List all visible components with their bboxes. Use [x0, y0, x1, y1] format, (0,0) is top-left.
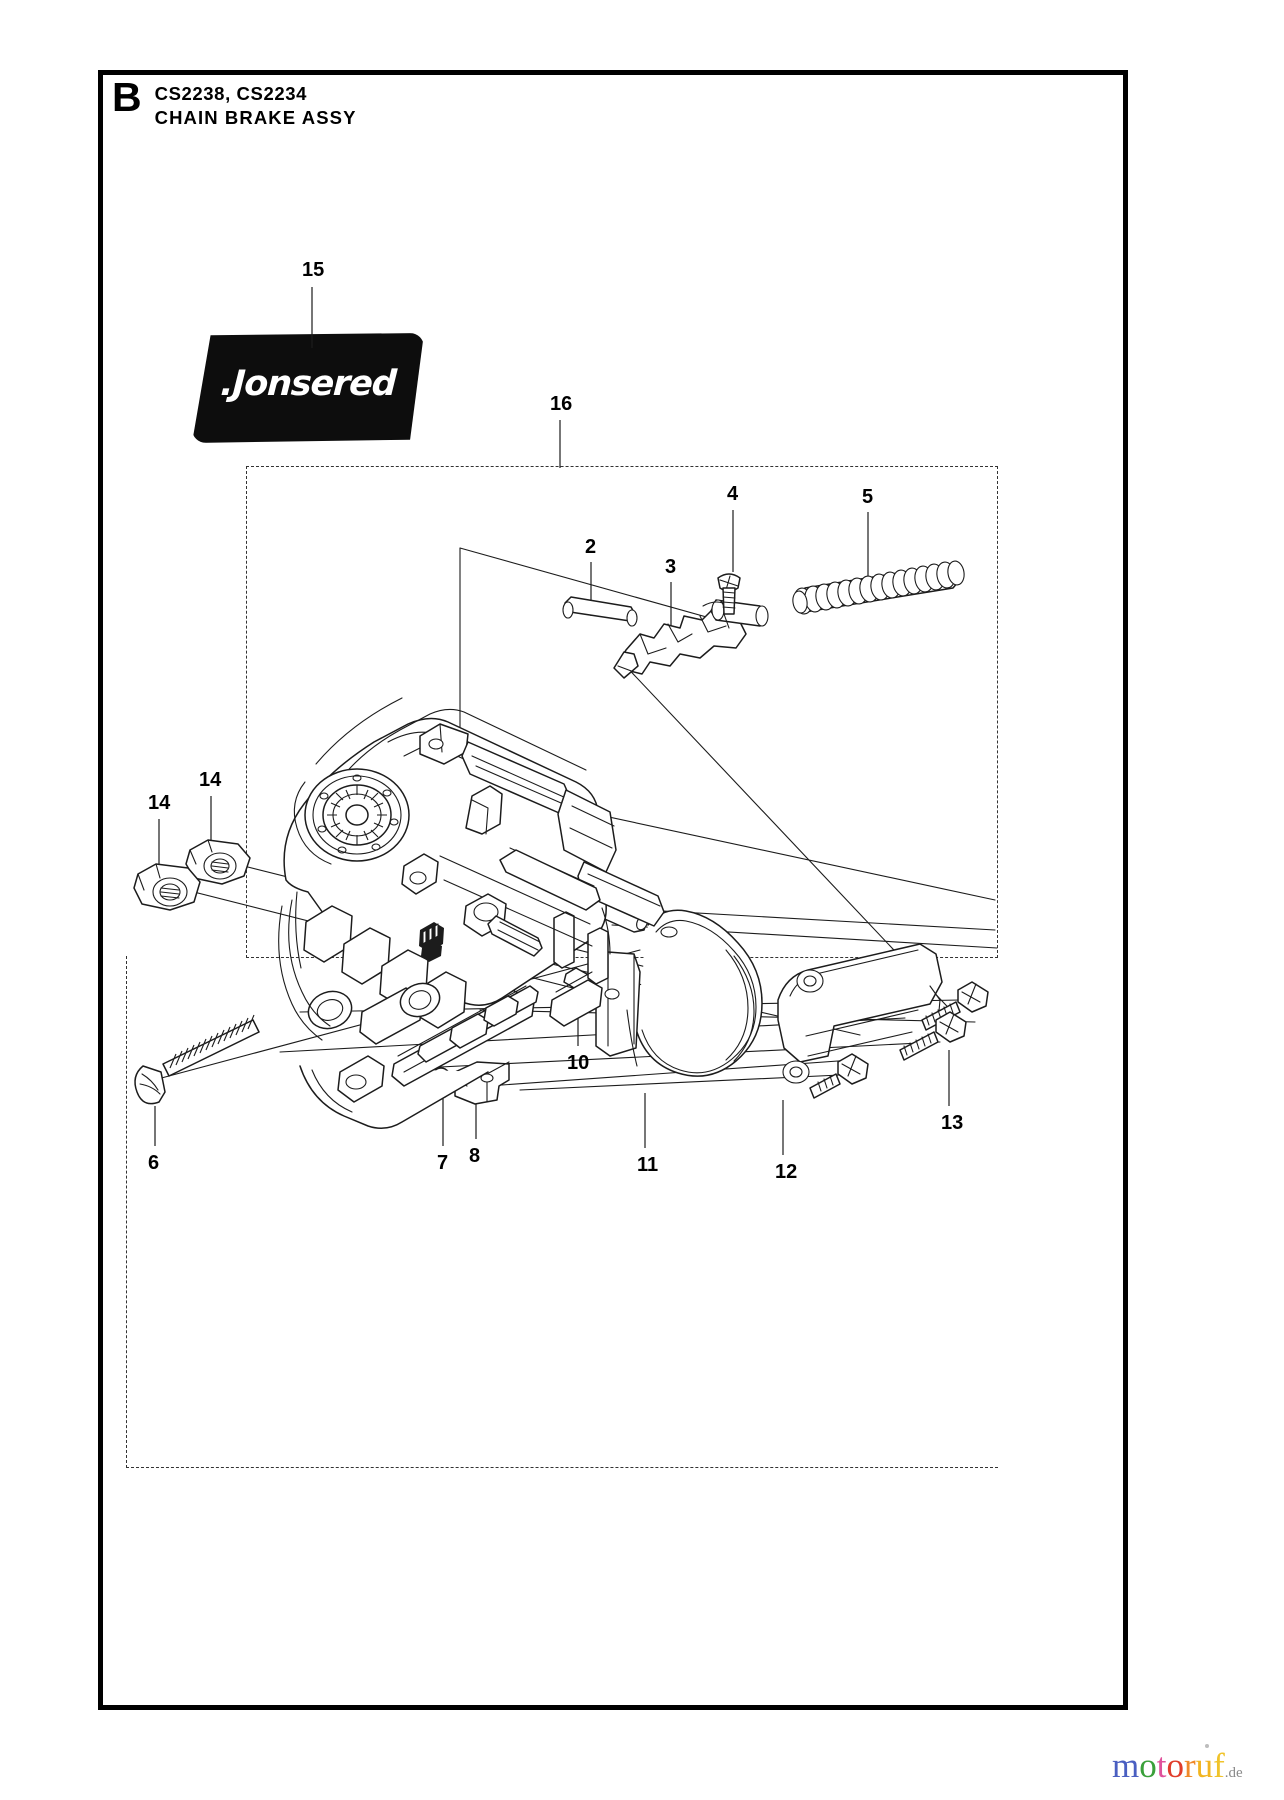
group-box-chain-brake-kit: [246, 466, 998, 958]
callout-16: 16: [550, 393, 573, 415]
watermark-letter-t: t: [1156, 1746, 1167, 1785]
sheet-header: B CS2238, CS2234 CHAIN BRAKE ASSY: [112, 74, 612, 148]
section-letter: B: [112, 74, 142, 120]
callout-8: 8: [469, 1145, 481, 1167]
watermark-letter-o1: o: [1139, 1746, 1157, 1785]
callout-12: 12: [775, 1161, 798, 1183]
watermark-letter-r: r: [1183, 1746, 1196, 1785]
watermark-letter-m: m: [1112, 1746, 1140, 1785]
callout-13: 13: [941, 1112, 964, 1134]
decal-brand-text: .Jonsered: [219, 364, 397, 404]
watermark-letter-u: u: [1195, 1746, 1214, 1785]
callout-2: 2: [585, 536, 597, 558]
watermark-tld: .de: [1224, 1765, 1243, 1781]
group-box-assembly-outline: [126, 956, 998, 1468]
callout-3: 3: [665, 556, 677, 578]
watermark-dot: [1204, 1744, 1209, 1748]
callout-14-lower: 14: [148, 792, 171, 814]
callout-14-upper: 14: [199, 769, 222, 791]
callout-7: 7: [437, 1152, 449, 1174]
motoruf-watermark: motoruf.de: [1112, 1744, 1243, 1785]
callout-6: 6: [148, 1152, 160, 1174]
decal-black-shape: [192, 333, 424, 443]
callout-10: 10: [567, 1052, 590, 1074]
callout-5: 5: [862, 486, 874, 508]
jonsered-decal-sticker: .Jonsered: [192, 333, 424, 443]
callout-4: 4: [727, 483, 739, 505]
header-titles: CS2238, CS2234 CHAIN BRAKE ASSY: [155, 78, 357, 131]
watermark-letter-o2: o: [1166, 1746, 1184, 1785]
callout-15: 15: [302, 259, 325, 281]
callout-11: 11: [637, 1154, 659, 1176]
watermark-letter-f: f: [1213, 1746, 1225, 1785]
model-numbers: CS2238, CS2234: [154, 83, 307, 104]
assembly-title: CHAIN BRAKE ASSY: [154, 107, 357, 129]
